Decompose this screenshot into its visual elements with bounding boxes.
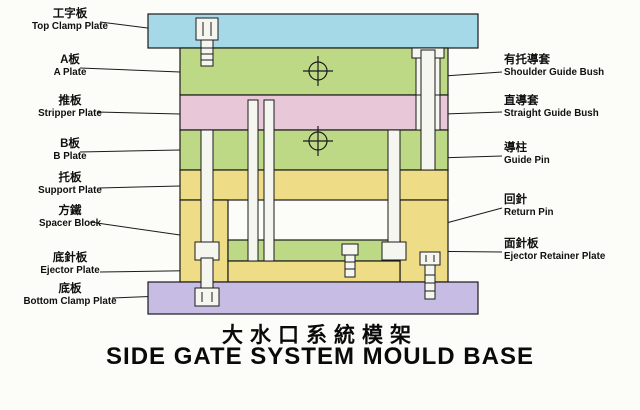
label-en: Bottom Clamp Plate	[23, 295, 117, 307]
label-zh: 方鐵	[58, 205, 82, 217]
label-en: B Plate	[53, 150, 87, 162]
metal-parts-group	[194, 17, 445, 307]
label-spacer-block: 方鐵 Spacer Block	[0, 205, 140, 230]
spacer-block-right	[399, 199, 449, 283]
label-ejector-retainer-plate: 面針板 Ejector Retainer Plate	[504, 238, 640, 263]
label-en: Top Clamp Plate	[31, 20, 109, 32]
label-en: Support Plate	[38, 184, 102, 196]
label-shoulder-guide-bush: 有托導套 Shoulder Guide Bush	[504, 54, 640, 79]
label-zh: 底板	[58, 283, 82, 295]
label-zh: 推板	[58, 95, 82, 107]
label-straight-guide-bush: 直導套 Straight Guide Bush	[504, 95, 640, 120]
return-pin-right	[387, 129, 401, 243]
label-zh: 托板	[58, 172, 82, 184]
title-chinese: 大水口系統模架	[222, 324, 418, 347]
stripper-plate	[179, 94, 449, 131]
guide-pin	[420, 49, 436, 171]
label-stripper-plate: 推板 Stripper Plate	[0, 95, 140, 120]
return-pin-right-head	[381, 241, 407, 261]
label-en: Spacer Block	[38, 217, 102, 229]
label-a-plate: A板 A Plate	[0, 54, 140, 79]
label-en: Ejector Plate	[40, 264, 100, 276]
label-guide-pin: 導柱 Guide Pin	[504, 142, 640, 167]
return-pin-left	[200, 129, 214, 243]
ejector-plate	[227, 260, 401, 283]
label-bottom-clamp-plate: 底板 Bottom Clamp Plate	[0, 283, 140, 308]
label-zh: 直導套	[504, 95, 539, 107]
socket-screw-top-left	[195, 17, 219, 67]
retainer-screw	[341, 243, 359, 278]
label-zh: 面針板	[504, 238, 539, 250]
label-zh: B板	[60, 138, 80, 150]
label-zh: 導柱	[504, 142, 527, 154]
crosshair-symbols	[303, 56, 333, 156]
label-en: Shoulder Guide Bush	[504, 66, 605, 78]
label-ejector-plate: 底針板 Ejector Plate	[0, 252, 140, 277]
label-b-plate: B板 B Plate	[0, 138, 140, 163]
return-pin-left-head	[194, 241, 220, 261]
label-en: Guide Pin	[504, 154, 550, 166]
socket-screw-bottom-right	[419, 251, 441, 300]
ejector-pin	[247, 99, 259, 262]
label-en: Return Pin	[504, 206, 554, 218]
label-en: Straight Guide Bush	[504, 107, 599, 119]
label-zh: 有托導套	[504, 54, 550, 66]
label-zh: 底針板	[52, 252, 88, 264]
label-en: A Plate	[53, 66, 87, 78]
ejector-pin	[263, 99, 275, 262]
socket-screw-bottom-left	[194, 257, 220, 307]
b-plate	[179, 129, 449, 171]
label-en: Stripper Plate	[38, 107, 102, 119]
support-plate	[179, 169, 449, 201]
label-top-clamp-plate: 工字板 Top Clamp Plate	[0, 8, 140, 33]
label-zh: 回針	[504, 194, 527, 206]
label-return-pin: 回針 Return Pin	[504, 194, 640, 219]
label-zh: 工字板	[52, 8, 88, 20]
label-zh: A板	[60, 54, 80, 66]
label-support-plate: 托板 Support Plate	[0, 172, 140, 197]
label-en: Ejector Retainer Plate	[504, 250, 606, 262]
title-english: SIDE GATE SYSTEM MOULD BASE	[106, 343, 534, 370]
